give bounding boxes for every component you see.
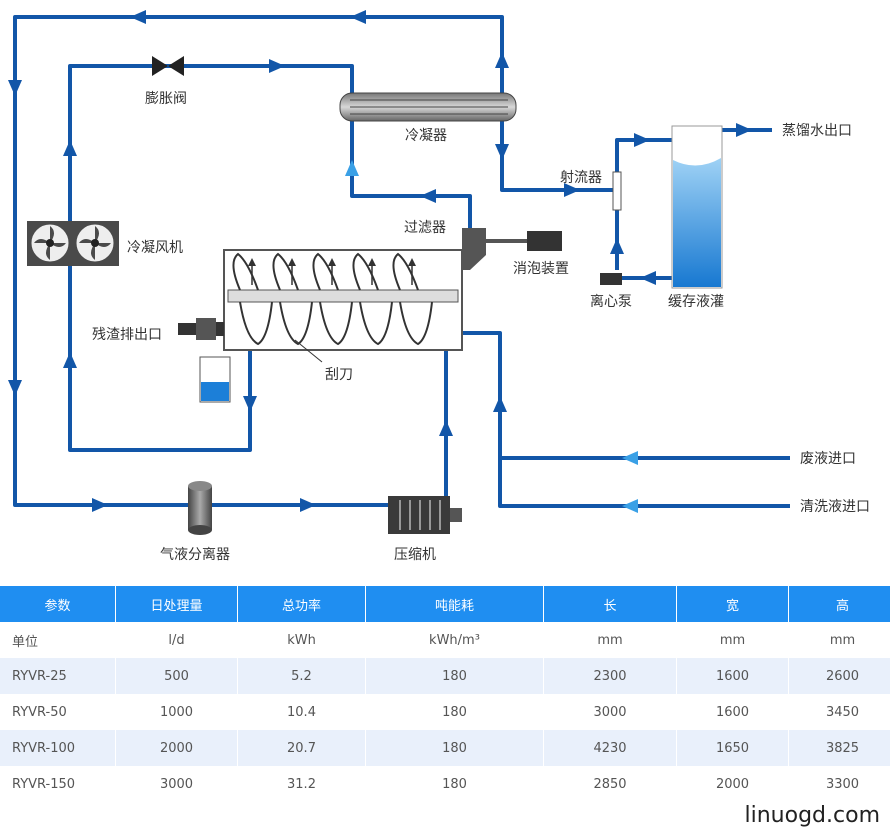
condenser-icon xyxy=(339,92,517,122)
header-length: 长 xyxy=(543,586,677,622)
table-cell: 3000 xyxy=(115,766,238,802)
label-expansion-valve: 膨胀阀 xyxy=(145,90,187,107)
table-cell: 1600 xyxy=(676,694,789,730)
label-ejector: 射流器 xyxy=(560,170,602,186)
table-cell: 2300 xyxy=(543,658,677,694)
pipe-inlets xyxy=(462,331,650,508)
ejector-icon xyxy=(612,171,622,211)
table-cell: 2850 xyxy=(543,766,677,802)
table-cell: 180 xyxy=(365,766,544,802)
table-cell: 5.2 xyxy=(237,658,366,694)
table-cell: l/d xyxy=(115,622,238,658)
table-row: RYVR-150 3000 31.2 180 2850 2000 3300 xyxy=(0,766,890,802)
label-storage-tank: 缓存液灌 xyxy=(668,294,724,310)
table-cell: 1600 xyxy=(676,658,789,694)
table-row: RYVR-25 500 5.2 180 2300 1600 2600 xyxy=(0,658,890,694)
table-cell: RYVR-150 xyxy=(0,766,116,802)
table-row: RYVR-50 1000 10.4 180 3000 1600 3450 xyxy=(0,694,890,730)
flow-arrows xyxy=(8,10,752,513)
table-cell: RYVR-25 xyxy=(0,658,116,694)
table-cell: 3450 xyxy=(788,694,890,730)
evaporator-icon xyxy=(223,249,463,351)
pipe-outer-loop xyxy=(13,15,615,507)
scraper-leader xyxy=(294,339,323,363)
table-cell: 180 xyxy=(365,730,544,766)
table-row: RYVR-100 2000 20.7 180 4230 1650 3825 xyxy=(0,730,890,766)
header-energy-per-ton: 吨能耗 xyxy=(365,586,544,622)
label-centrifugal-pump: 离心泵 xyxy=(590,293,632,310)
table-cell: 1000 xyxy=(115,694,238,730)
storage-tank-icon xyxy=(671,125,723,289)
table-cell: 500 xyxy=(115,658,238,694)
pipe-compressor-discharge xyxy=(444,331,462,505)
defoamer-icon xyxy=(486,231,562,251)
table-cell: RYVR-100 xyxy=(0,730,116,766)
compressor-icon xyxy=(388,496,462,534)
table-cell: 20.7 xyxy=(237,730,366,766)
label-waste-liquid-inlet: 废液进口 xyxy=(800,451,856,467)
table-header-row: 参数 日处理量 总功率 吨能耗 长 宽 高 xyxy=(0,586,890,622)
label-cleaning-liquid-inlet: 清洗液进口 xyxy=(800,499,870,515)
watermark: linuogd.com xyxy=(744,803,880,828)
table-cell: 2000 xyxy=(115,730,238,766)
header-width: 宽 xyxy=(676,586,789,622)
diagram-labels: 膨胀阀 冷凝器 冷凝风机 过滤器 消泡装置 射流器 离心泵 缓存液灌 蒸馏水出口… xyxy=(92,90,870,563)
table-cell: 4230 xyxy=(543,730,677,766)
gas-liquid-separator-icon xyxy=(188,481,212,535)
table-cell: mm xyxy=(676,622,789,658)
table-cell: 2000 xyxy=(676,766,789,802)
table-cell: 180 xyxy=(365,694,544,730)
table-cell: 31.2 xyxy=(237,766,366,802)
flow-arrow-up-light xyxy=(345,160,359,176)
label-scraper: 刮刀 xyxy=(325,367,353,383)
header-height: 高 xyxy=(788,586,890,622)
table-cell: RYVR-50 xyxy=(0,694,116,730)
spec-table: 参数 日处理量 总功率 吨能耗 长 宽 高 单位 l/d kWh kWh/m³ … xyxy=(0,586,890,802)
residue-container-icon xyxy=(199,356,231,403)
table-cell: 2600 xyxy=(788,658,890,694)
header-daily-capacity: 日处理量 xyxy=(115,586,238,622)
table-cell: 3825 xyxy=(788,730,890,766)
label-condenser-fan: 冷凝风机 xyxy=(127,240,183,256)
expansion-valve-icon xyxy=(152,56,184,76)
label-gas-liquid-separator: 气液分离器 xyxy=(160,546,230,563)
condenser-fan-icon xyxy=(27,221,119,266)
label-defoamer: 消泡装置 xyxy=(513,261,569,277)
centrifugal-pump-icon xyxy=(600,273,622,285)
table-cell: 180 xyxy=(365,658,544,694)
table-cell: kWh xyxy=(237,622,366,658)
residue-outlet-icon xyxy=(178,318,224,340)
label-condenser: 冷凝器 xyxy=(405,128,447,144)
label-filter: 过滤器 xyxy=(404,220,446,236)
table-cell: mm xyxy=(543,622,677,658)
table-cell: 3300 xyxy=(788,766,890,802)
table-cell: 3000 xyxy=(543,694,677,730)
header-total-power: 总功率 xyxy=(237,586,366,622)
table-cell: 10.4 xyxy=(237,694,366,730)
pipe-filter-to-condenser xyxy=(350,120,472,228)
pipe-ejector-to-tank xyxy=(615,138,672,175)
label-compressor: 压缩机 xyxy=(394,547,436,563)
filter-icon xyxy=(462,228,486,270)
table-cell: mm xyxy=(788,622,890,658)
label-residue-outlet: 残渣排出口 xyxy=(92,327,162,343)
table-cell: 单位 xyxy=(0,622,116,658)
table-cell: 1650 xyxy=(676,730,789,766)
table-cell: kWh/m³ xyxy=(365,622,544,658)
process-flow-diagram: 膨胀阀 冷凝器 冷凝风机 过滤器 消泡装置 射流器 离心泵 缓存液灌 蒸馏水出口… xyxy=(8,10,870,563)
table-row: 单位 l/d kWh kWh/m³ mm mm mm xyxy=(0,622,890,658)
label-distilled-water-outlet: 蒸馏水出口 xyxy=(782,123,852,139)
header-param: 参数 xyxy=(0,586,116,622)
